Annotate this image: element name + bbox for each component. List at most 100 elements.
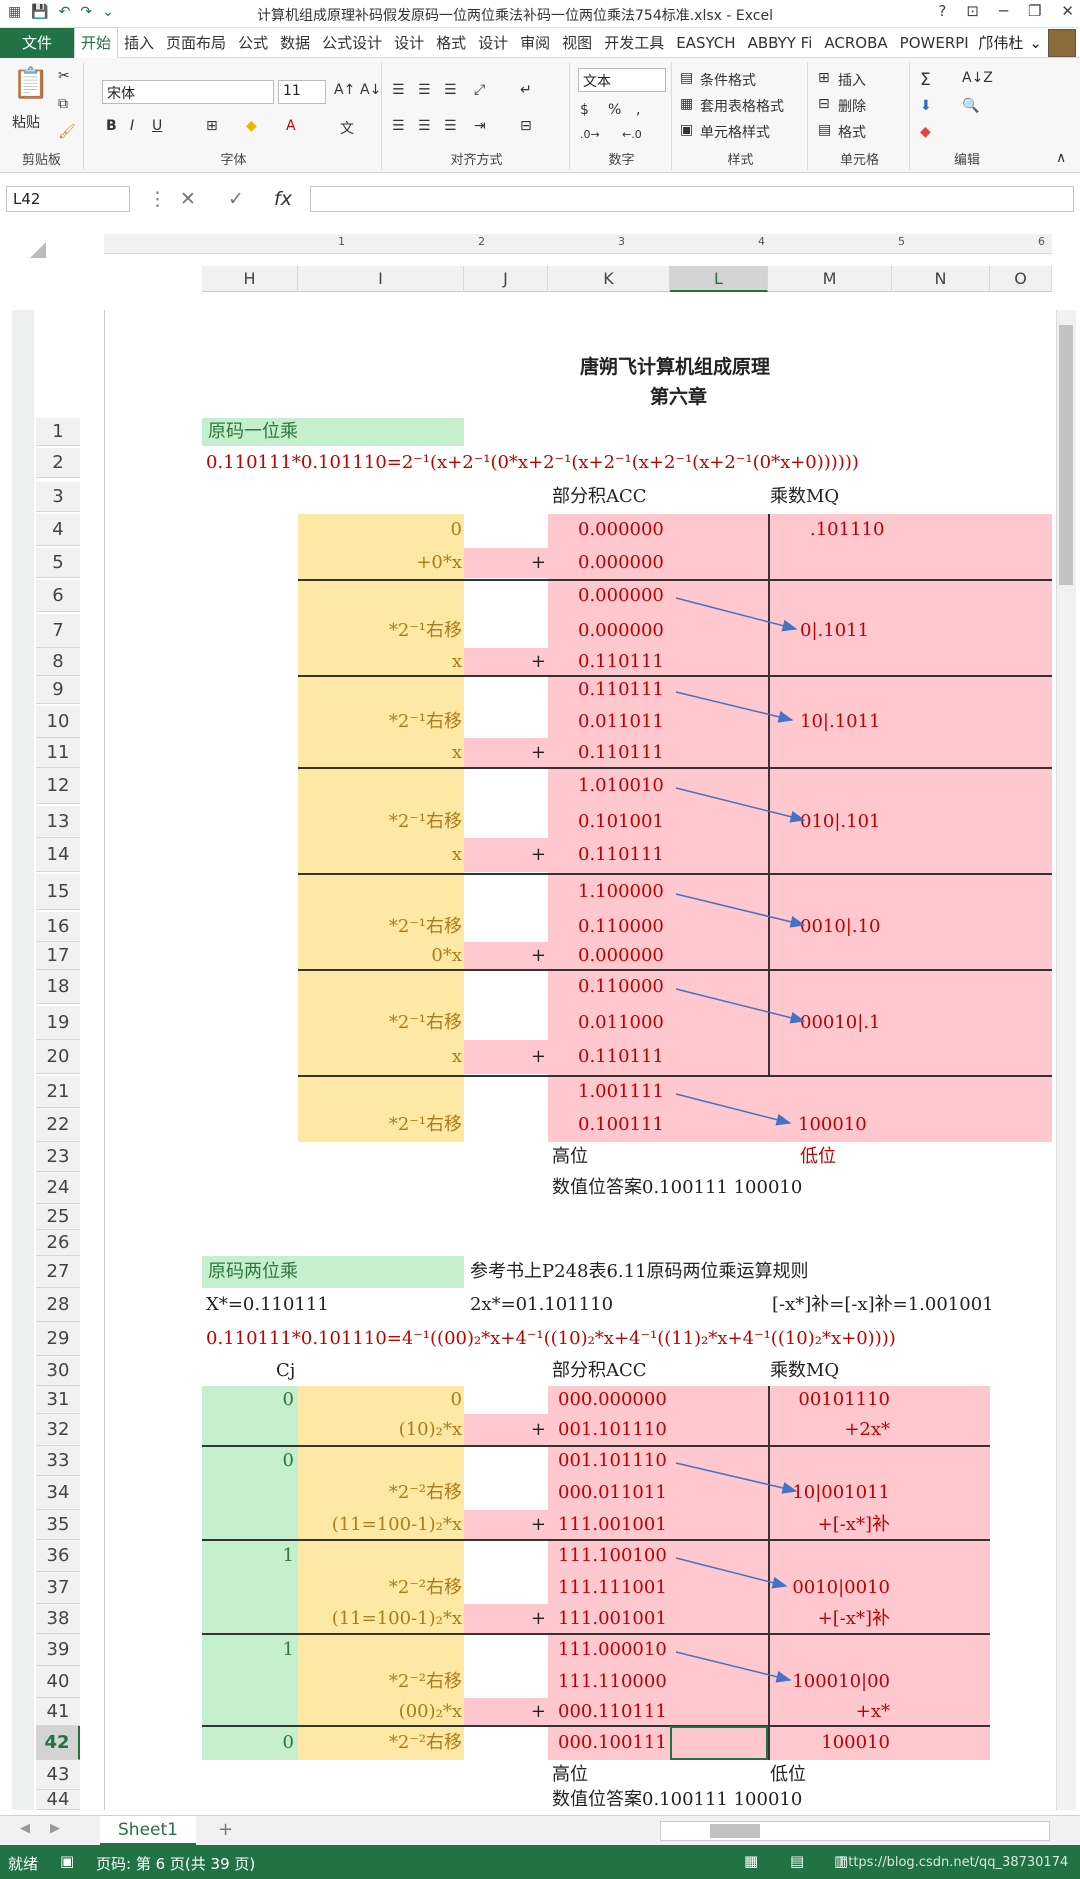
add-sheet-button[interactable]: + (218, 1819, 234, 1840)
italic-button[interactable]: I (130, 118, 135, 134)
row-header[interactable]: 30 (36, 1356, 80, 1386)
font-color-icon[interactable]: A (286, 118, 296, 134)
acc-cell[interactable]: 0.110111 (578, 742, 664, 763)
acc-cell[interactable]: 1.001111 (578, 1081, 664, 1102)
acc-cell[interactable]: 111.000010 (558, 1639, 667, 1660)
row-header[interactable]: 23 (36, 1142, 80, 1172)
section-title[interactable]: 原码两位乘 (208, 1261, 298, 1282)
tab-developer[interactable]: 开发工具 (604, 34, 665, 52)
cj-header[interactable]: Cj (276, 1360, 296, 1381)
column-header-n[interactable]: N (892, 266, 990, 292)
multiplicand-cell[interactable]: (00)₂*x (398, 1701, 462, 1722)
bold-button[interactable]: B (106, 118, 117, 134)
row-header[interactable]: 43 (36, 1760, 80, 1790)
align-bottom-icon[interactable]: ☰ (444, 82, 457, 98)
name-box[interactable]: L42 (6, 186, 130, 212)
clear-icon[interactable]: ◆ (920, 124, 931, 140)
acc-cell[interactable]: 0.110111 (578, 1046, 664, 1067)
row-header[interactable]: 36 (36, 1540, 80, 1572)
normal-view-icon[interactable]: ▦ (744, 1852, 759, 1870)
borders-icon[interactable]: ⊞ (206, 118, 218, 134)
row-header[interactable]: 37 (36, 1572, 80, 1604)
row-header[interactable]: 17 (36, 942, 80, 970)
multiplicand-cell[interactable]: *2⁻²右移 (388, 1577, 462, 1598)
row-header[interactable]: 12 (36, 768, 80, 804)
acc-cell[interactable]: 001.101110 (558, 1450, 667, 1471)
multiplicand-cell[interactable]: *2⁻¹右移 (388, 916, 462, 937)
mq-cell[interactable]: 100010 (821, 1732, 890, 1753)
align-middle-icon[interactable]: ☰ (418, 82, 431, 98)
row-header[interactable]: 26 (36, 1230, 80, 1256)
acc-cell[interactable]: 0.000000 (578, 585, 664, 606)
cell-styles-button[interactable]: 单元格样式 (700, 125, 770, 141)
autosum-icon[interactable]: Σ (920, 70, 931, 90)
row-header[interactable]: 34 (36, 1476, 80, 1510)
acc-header[interactable]: 部分积ACC (552, 1360, 647, 1381)
undo-icon[interactable]: ↶ (58, 4, 71, 20)
tab-insert[interactable]: 插入 (124, 34, 155, 52)
acc-cell[interactable]: 0.000000 (578, 945, 664, 966)
acc-cell[interactable]: 0.011000 (578, 1012, 664, 1033)
enter-icon[interactable]: ✓ (228, 188, 244, 210)
mq-header[interactable]: 乘数MQ (770, 1360, 840, 1381)
multiplicand-cell[interactable]: x (451, 742, 462, 763)
vertical-scrollbar[interactable] (1056, 310, 1076, 1810)
align-center-icon[interactable]: ☰ (418, 118, 431, 134)
format-cells-button[interactable]: 格式 (838, 125, 866, 141)
acc-cell[interactable]: 000.000000 (558, 1389, 667, 1410)
tab-design[interactable]: 设计 (394, 34, 425, 52)
multiplicand-cell[interactable]: 0 (450, 519, 462, 540)
multiplicand-cell[interactable]: x (451, 844, 462, 865)
shrink-font-icon[interactable]: A↓ (360, 82, 382, 98)
tab-easych[interactable]: EASYCH (676, 33, 736, 52)
cut-icon[interactable]: ✂ (58, 68, 70, 84)
acc-cell[interactable]: 0.110000 (578, 976, 664, 997)
fill-color-icon[interactable]: ◆ (246, 118, 257, 134)
user-account[interactable]: 邝伟杜 ⌄ (978, 28, 1080, 57)
sheet-tab-sheet1[interactable]: Sheet1 (100, 1816, 196, 1846)
tab-format[interactable]: 格式 (436, 34, 467, 52)
row-header[interactable]: 9 (36, 676, 80, 704)
multiplicand-cell[interactable]: *2⁻¹右移 (388, 1012, 462, 1033)
row-header[interactable]: 24 (36, 1172, 80, 1204)
acc-cell[interactable]: 0.110111 (578, 679, 664, 700)
row-header[interactable]: 42 (36, 1726, 80, 1760)
plus-sign[interactable]: + (530, 1419, 546, 1440)
cj-cell[interactable]: 0 (282, 1450, 294, 1471)
align-top-icon[interactable]: ☰ (392, 82, 405, 98)
mq-cell[interactable]: +[-x*]补 (817, 1514, 890, 1535)
page-break-view-icon[interactable]: ▥ (834, 1852, 849, 1870)
multiplicand-cell[interactable]: x (451, 651, 462, 672)
prev-sheet-icon[interactable]: ◀ (20, 1821, 30, 1836)
tab-powerpivot[interactable]: POWERPI (899, 33, 969, 52)
row-header[interactable]: 41 (36, 1698, 80, 1726)
restore-button[interactable]: ❐ (1027, 2, 1042, 20)
row-header[interactable]: 40 (36, 1666, 80, 1698)
help-button[interactable]: ? (938, 2, 947, 20)
plus-sign[interactable]: + (530, 742, 546, 763)
column-header-o[interactable]: O (990, 266, 1052, 292)
acc-cell[interactable]: 1.010010 (578, 775, 664, 796)
phonetic-icon[interactable]: 文 (340, 121, 354, 137)
row-header[interactable]: 29 (36, 1322, 80, 1356)
row-header[interactable]: 44 (36, 1790, 80, 1810)
currency-icon[interactable]: $ (580, 102, 589, 118)
doc-title[interactable]: 唐朔飞计算机组成原理 (580, 356, 771, 378)
row-header[interactable]: 27 (36, 1256, 80, 1288)
row-header[interactable]: 21 (36, 1076, 80, 1108)
reference-note[interactable]: 参考书上P248表6.11原码两位乘运算规则 (470, 1261, 809, 1282)
next-sheet-icon[interactable]: ▶ (50, 1821, 60, 1836)
row-header[interactable]: 25 (36, 1204, 80, 1230)
insert-function-button[interactable]: fx (274, 188, 292, 210)
tab-view[interactable]: 视图 (562, 34, 593, 52)
save-icon[interactable]: 💾 (31, 4, 49, 20)
mq-cell[interactable]: 0010|0010 (792, 1577, 890, 1598)
row-header[interactable]: 15 (36, 874, 80, 910)
formula-text[interactable]: 0.110111*0.101110=4⁻¹((00)₂*x+4⁻¹((10)₂*… (206, 1328, 896, 1349)
row-header[interactable]: 8 (36, 648, 80, 676)
page-layout-view-icon[interactable]: ▤ (790, 1852, 805, 1870)
multiplicand-cell[interactable]: x (451, 1046, 462, 1067)
customize-qat-icon[interactable]: ⌄ (102, 4, 114, 20)
mq-cell[interactable]: 100010|00 (792, 1671, 890, 1692)
sort-filter-icon[interactable]: A↓Z (962, 70, 993, 86)
